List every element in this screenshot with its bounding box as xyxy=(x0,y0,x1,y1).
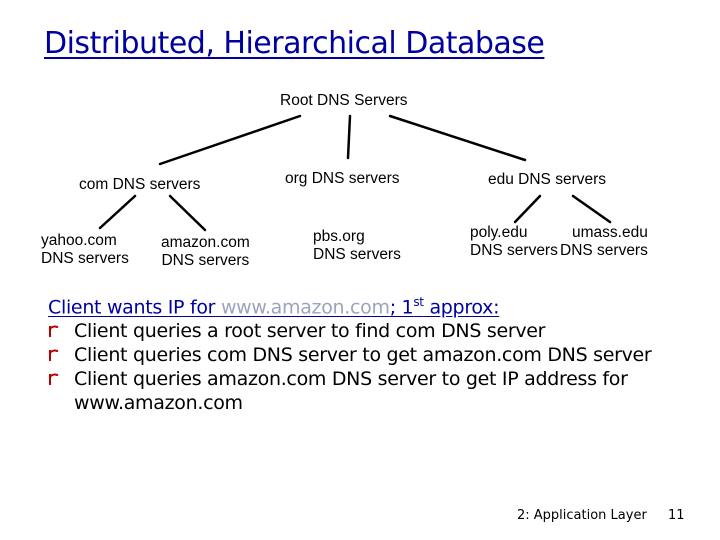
hollow-r-bullet-icon xyxy=(49,349,59,362)
heading-url: www.amazon.com xyxy=(220,296,390,319)
yahoo-domain: yahoo.com xyxy=(41,232,117,249)
connector-com-yahoo xyxy=(98,194,137,230)
amazon-dns-servers: amazon.com DNS servers xyxy=(161,234,250,270)
amazon-domain: amazon.com xyxy=(161,234,250,251)
pbs-label: DNS servers xyxy=(313,246,401,263)
yahoo-dns-servers: yahoo.com DNS servers xyxy=(41,232,129,268)
poly-label: DNS servers xyxy=(470,242,558,259)
connector-edu-umass xyxy=(571,194,612,224)
hollow-r-bullet-icon xyxy=(49,373,59,386)
poly-dns-servers: poly.edu DNS servers xyxy=(470,224,560,260)
bullet-item: Client queries a root server to find com… xyxy=(48,319,678,343)
footer-chapter: 2: Application Layer xyxy=(517,508,647,523)
query-heading: Client wants IP for www.amazon.com; 1st … xyxy=(48,295,500,319)
edu-dns-servers: edu DNS servers xyxy=(488,171,607,188)
yahoo-label: DNS servers xyxy=(41,250,129,267)
footer-page-number: 11 xyxy=(668,508,685,523)
explanation: Client wants IP for www.amazon.com; 1st … xyxy=(48,290,678,415)
bullet-item: Client queries com DNS server to get ama… xyxy=(48,343,678,367)
pbs-domain: pbs.org xyxy=(313,228,365,245)
connector-root-edu xyxy=(388,114,527,162)
hollow-r-bullet-icon xyxy=(49,325,59,338)
connector-com-amazon xyxy=(168,194,207,232)
connector-root-org xyxy=(346,114,352,160)
pbs-dns-servers: pbs.org DNS servers xyxy=(313,228,401,264)
slide-title: Distributed, Hierarchical Database xyxy=(44,26,545,61)
umass-label: DNS servers xyxy=(560,242,648,259)
umass-domain: umass.edu xyxy=(572,224,648,241)
root-dns-servers: Root DNS Servers xyxy=(280,92,408,109)
com-dns-servers: com DNS servers xyxy=(79,176,201,193)
poly-domain: poly.edu xyxy=(470,224,528,241)
connector-root-com xyxy=(158,114,302,166)
amazon-label: DNS servers xyxy=(161,252,250,269)
connector-edu-poly xyxy=(513,194,542,224)
bullet-item: Client queries amazon.com DNS server to … xyxy=(48,367,678,415)
umass-dns-servers: umass.edu DNS servers xyxy=(560,224,648,260)
org-dns-servers: org DNS servers xyxy=(285,170,400,187)
